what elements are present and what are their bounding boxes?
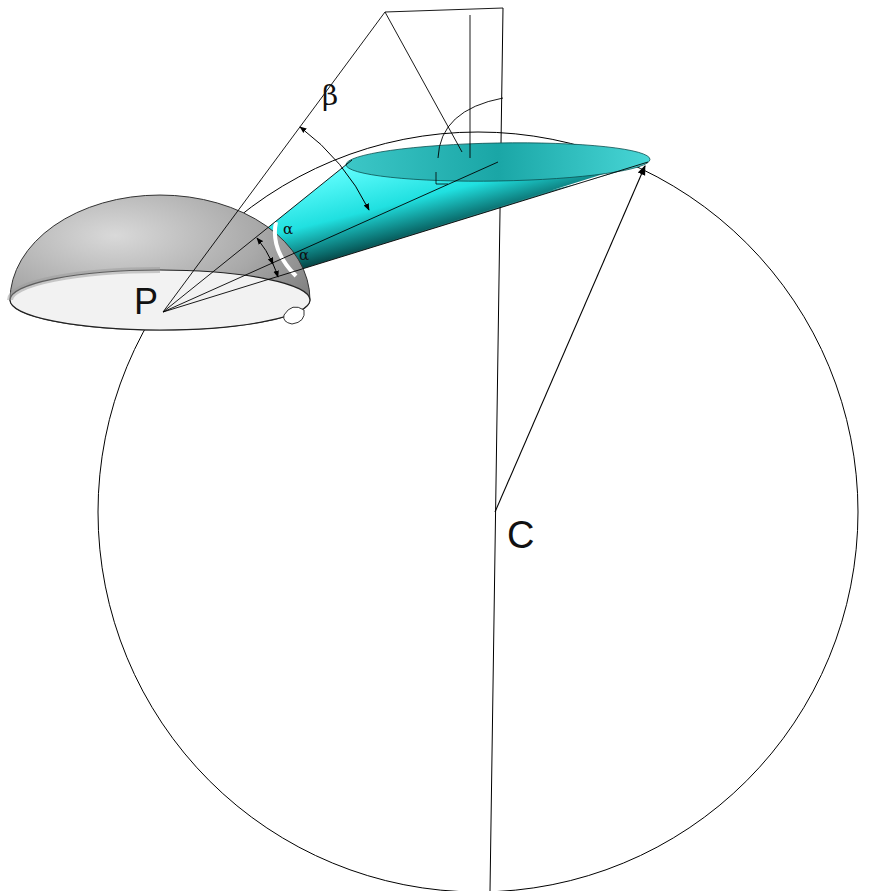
angle-arc [273,264,278,277]
construction-line [385,8,503,12]
angle-label: α [283,222,293,237]
hemisphere-base [10,270,310,330]
hemisphere [10,195,310,330]
angle-label: α [299,248,309,263]
construction-line [470,15,471,158]
cone-edge [163,162,648,312]
construction-line [163,12,385,312]
cone-edge [163,160,352,312]
construction-arc [438,98,503,158]
point-label: P [134,284,158,320]
hemisphere-hole [284,307,305,324]
angle-label: β [322,82,338,110]
angle-arc [257,238,273,264]
vertical-axis [490,8,503,891]
cone-axis [163,162,498,312]
point-label: C [507,516,534,554]
right-angle-mark [436,172,448,184]
angle-arc [300,127,369,210]
radius-arrow [495,166,645,512]
construction-line [385,12,462,152]
cone-cut [275,222,296,276]
